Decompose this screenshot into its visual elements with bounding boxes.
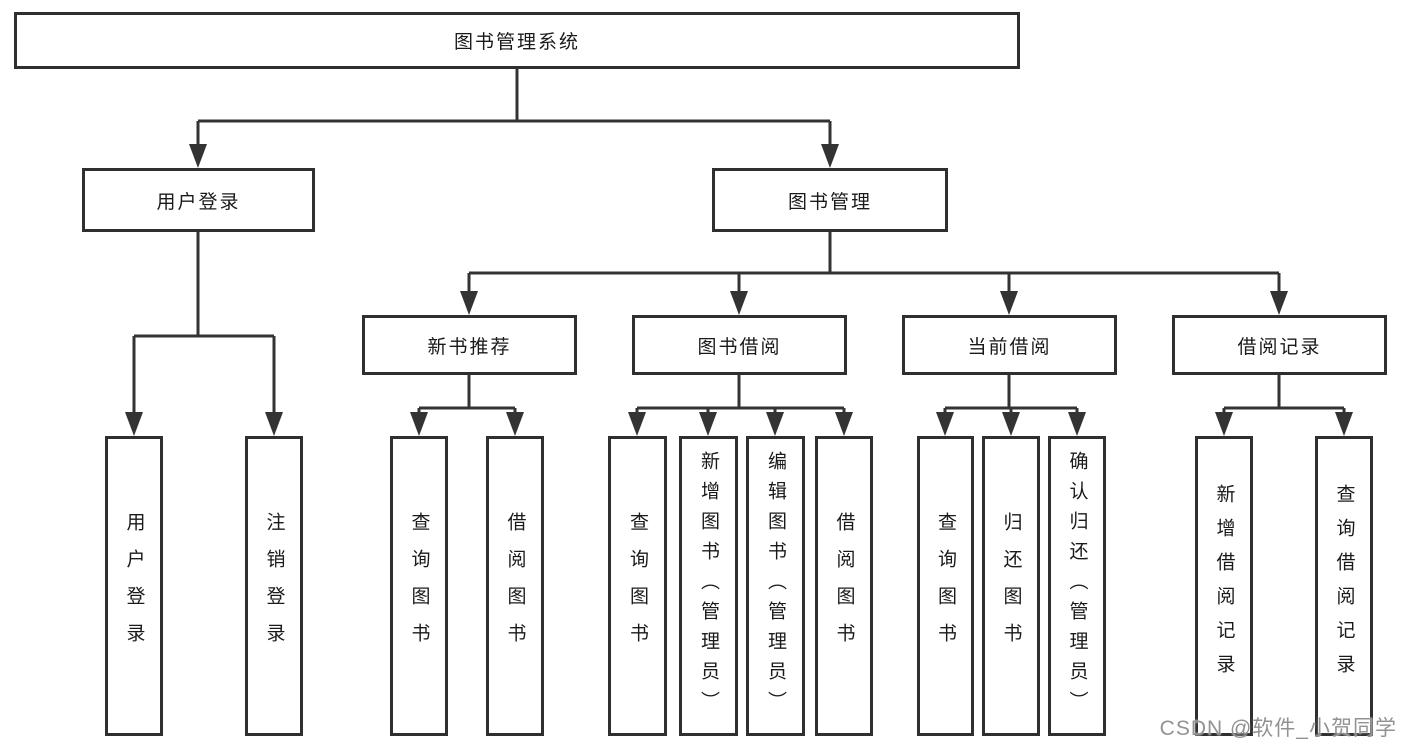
leaf-return-books: 归还图书 (982, 436, 1040, 736)
node-book-borrowing: 图书借阅 (632, 315, 847, 375)
node-label: 查询图书 (408, 512, 430, 660)
leaf-query-books-recommend: 查询图书 (390, 436, 448, 736)
node-label: 图书借阅 (697, 336, 782, 358)
node-label: 借阅图书 (504, 512, 526, 660)
leaf-edit-books-admin: 编辑图书（管理员） (746, 436, 805, 736)
leaf-query-borrow-record: 查询借阅记录 (1315, 436, 1373, 736)
node-borrowing-records: 借阅记录 (1172, 315, 1387, 375)
leaf-user-login: 用户登录 (105, 436, 163, 736)
node-book-management: 图书管理 (712, 168, 948, 232)
node-label: 用户登录 (156, 191, 241, 213)
node-label: 查询图书 (627, 512, 648, 660)
node-label: 图书管理系统 (453, 32, 580, 53)
leaf-add-books-admin: 新增图书（管理员） (679, 436, 738, 736)
node-label: 注销登录 (263, 512, 285, 660)
node-current-borrowing: 当前借阅 (902, 315, 1117, 375)
node-label: 新书推荐 (427, 336, 512, 358)
node-label: 编辑图书（管理员） (765, 451, 786, 721)
watermark-text: CSDN @软件_小贺同学 (1159, 717, 1397, 740)
leaf-query-books-current: 查询图书 (917, 436, 974, 736)
leaf-logout: 注销登录 (245, 436, 303, 736)
leaf-borrow-books-borrowing: 借阅图书 (815, 436, 873, 736)
leaf-confirm-return-admin: 确认归还（管理员） (1048, 436, 1106, 736)
node-label: 当前借阅 (967, 336, 1052, 358)
node-new-book-recommendation: 新书推荐 (362, 315, 577, 375)
leaf-add-borrow-record: 新增借阅记录 (1195, 436, 1253, 736)
node-label: 用户登录 (123, 512, 145, 660)
node-label: 归还图书 (1000, 512, 1022, 660)
leaf-borrow-books-recommend: 借阅图书 (486, 436, 544, 736)
node-label: 新增图书（管理员） (698, 451, 719, 721)
node-label: 查询图书 (935, 512, 956, 660)
node-label: 查询借阅记录 (1333, 484, 1355, 688)
node-label: 借阅图书 (833, 512, 855, 660)
node-label: 图书管理 (787, 191, 872, 213)
node-user-login: 用户登录 (82, 168, 315, 232)
leaf-query-books-borrowing: 查询图书 (608, 436, 667, 736)
node-label: 借阅记录 (1237, 336, 1322, 358)
node-library-management-system: 图书管理系统 (14, 12, 1020, 69)
node-label: 确认归还（管理员） (1066, 451, 1088, 721)
node-label: 新增借阅记录 (1213, 484, 1235, 688)
